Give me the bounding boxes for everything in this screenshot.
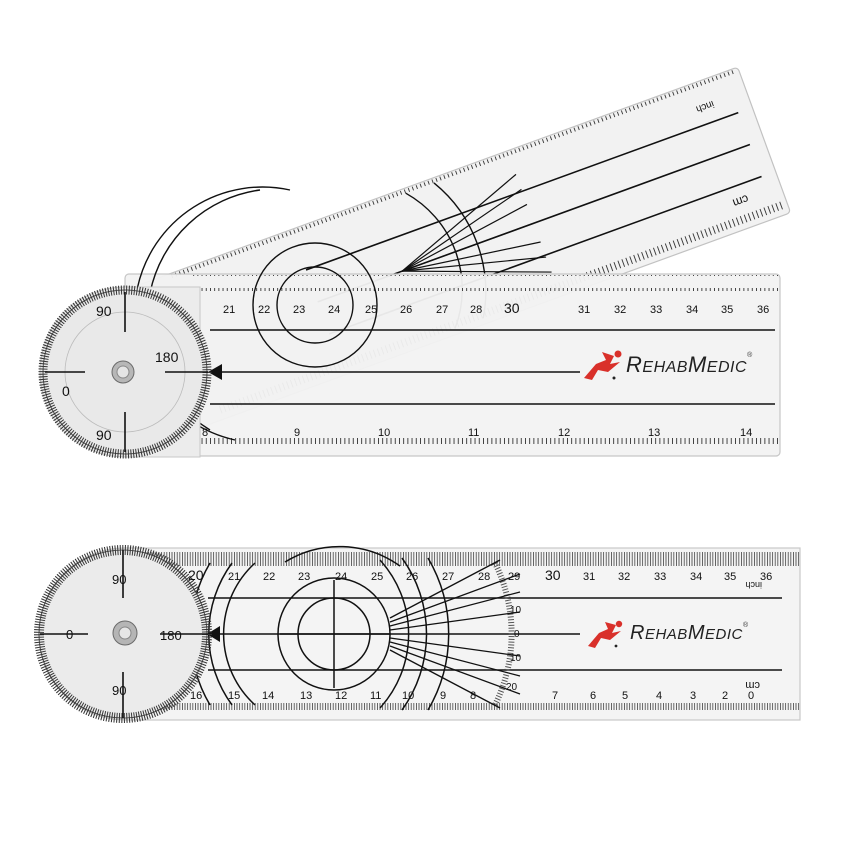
svg-text:27: 27 (442, 571, 454, 583)
svg-text:9: 9 (294, 427, 300, 439)
svg-text:cm: cm (745, 679, 760, 691)
svg-text:31: 31 (583, 571, 595, 583)
svg-text:14: 14 (262, 690, 274, 702)
svg-text:11: 11 (370, 690, 381, 702)
svg-text:35: 35 (724, 571, 736, 583)
rehabmedic-logo-icon-top (584, 350, 622, 380)
svg-text:21: 21 (223, 304, 235, 316)
svg-text:28: 28 (470, 304, 482, 316)
pointer-arrow-icon (207, 626, 220, 642)
svg-text:31: 31 (578, 304, 590, 316)
svg-text:23: 23 (298, 571, 310, 583)
svg-text:10: 10 (510, 605, 522, 616)
svg-text:33: 33 (650, 304, 662, 316)
svg-text:inch: inch (745, 580, 762, 590)
svg-text:20: 20 (506, 682, 518, 693)
svg-text:16: 16 (190, 690, 202, 702)
brand-name: REHABMEDIC® (630, 622, 749, 644)
svg-text:12: 12 (558, 427, 570, 439)
svg-text:15: 15 (228, 690, 240, 702)
top-goniometer: inch cm (38, 67, 791, 459)
bottom-top-scale: 20 21 22 23 24 25 26 27 28 29 30 31 32 3… (188, 567, 772, 691)
svg-text:90: 90 (112, 572, 126, 587)
svg-text:24: 24 (328, 304, 340, 316)
svg-text:30: 30 (545, 567, 561, 583)
svg-text:90: 90 (112, 683, 126, 698)
svg-text:27: 27 (436, 304, 448, 316)
svg-text:0: 0 (748, 690, 754, 702)
svg-text:9: 9 (440, 690, 446, 702)
svg-text:2: 2 (722, 690, 728, 702)
brand-name: REHABMEDIC® (626, 352, 753, 377)
rivet (112, 620, 138, 646)
protractor-head: 90 180 90 0 (38, 285, 212, 459)
svg-text:30: 30 (504, 300, 520, 316)
protractor-head: 0 180 90 90 (34, 545, 212, 723)
svg-text:0: 0 (66, 627, 73, 642)
fixed-arm-bottom-scale: 8 9 10 11 12 13 14 (202, 427, 752, 439)
angle-labels: 10 0 10 20 (506, 605, 522, 693)
svg-text:13: 13 (300, 690, 312, 702)
svg-text:7: 7 (552, 690, 558, 702)
svg-text:90: 90 (96, 427, 112, 443)
svg-text:23: 23 (293, 304, 305, 316)
bottom-bottom-scale: 16 15 14 13 12 11 10 9 8 7 6 5 4 3 2 0 (190, 690, 754, 702)
svg-text:12: 12 (335, 690, 347, 702)
svg-text:32: 32 (614, 304, 626, 316)
brand-wordmark-top: REHABMEDIC® (626, 352, 753, 378)
svg-text:36: 36 (757, 304, 769, 316)
svg-text:0: 0 (514, 629, 520, 640)
svg-text:36: 36 (760, 571, 772, 583)
fixed-arm: 20 21 22 23 24 25 26 27 28 30 31 32 33 3… (124, 186, 781, 457)
svg-text:cm: cm (731, 192, 751, 211)
angle-rays (389, 559, 521, 709)
svg-text:25: 25 (365, 304, 377, 316)
svg-text:33: 33 (654, 571, 666, 583)
rehabmedic-logo-icon-bottom (588, 620, 623, 648)
svg-text:24: 24 (335, 571, 347, 583)
svg-text:11: 11 (468, 427, 479, 439)
svg-text:4: 4 (656, 690, 662, 702)
svg-text:5: 5 (622, 690, 628, 702)
svg-text:32: 32 (618, 571, 630, 583)
svg-text:0: 0 (62, 383, 70, 399)
svg-text:10: 10 (402, 690, 414, 702)
svg-text:22: 22 (263, 571, 275, 583)
svg-text:13: 13 (648, 427, 660, 439)
svg-text:35: 35 (721, 304, 733, 316)
svg-text:21: 21 (228, 571, 240, 583)
svg-text:14: 14 (740, 427, 752, 439)
svg-text:90: 90 (96, 303, 112, 319)
svg-text:10: 10 (378, 427, 390, 439)
svg-text:3: 3 (690, 690, 696, 702)
pointer-arrow-icon (208, 364, 222, 380)
svg-text:34: 34 (690, 571, 702, 583)
svg-text:8: 8 (202, 427, 208, 439)
svg-text:10: 10 (510, 653, 522, 664)
svg-text:25: 25 (371, 571, 383, 583)
svg-text:180: 180 (155, 349, 179, 365)
svg-text:22: 22 (258, 304, 270, 316)
svg-text:28: 28 (478, 571, 490, 583)
svg-text:34: 34 (686, 304, 698, 316)
svg-text:8: 8 (470, 690, 476, 702)
svg-text:29: 29 (508, 571, 520, 583)
svg-text:6: 6 (590, 690, 596, 702)
brand-wordmark-bottom: REHABMEDIC® (630, 622, 749, 645)
svg-text:180: 180 (160, 628, 182, 643)
bottom-goniometer: 20 21 22 23 24 25 26 27 28 29 30 31 32 3… (34, 545, 801, 723)
svg-text:26: 26 (400, 304, 412, 316)
rivet (111, 360, 135, 384)
